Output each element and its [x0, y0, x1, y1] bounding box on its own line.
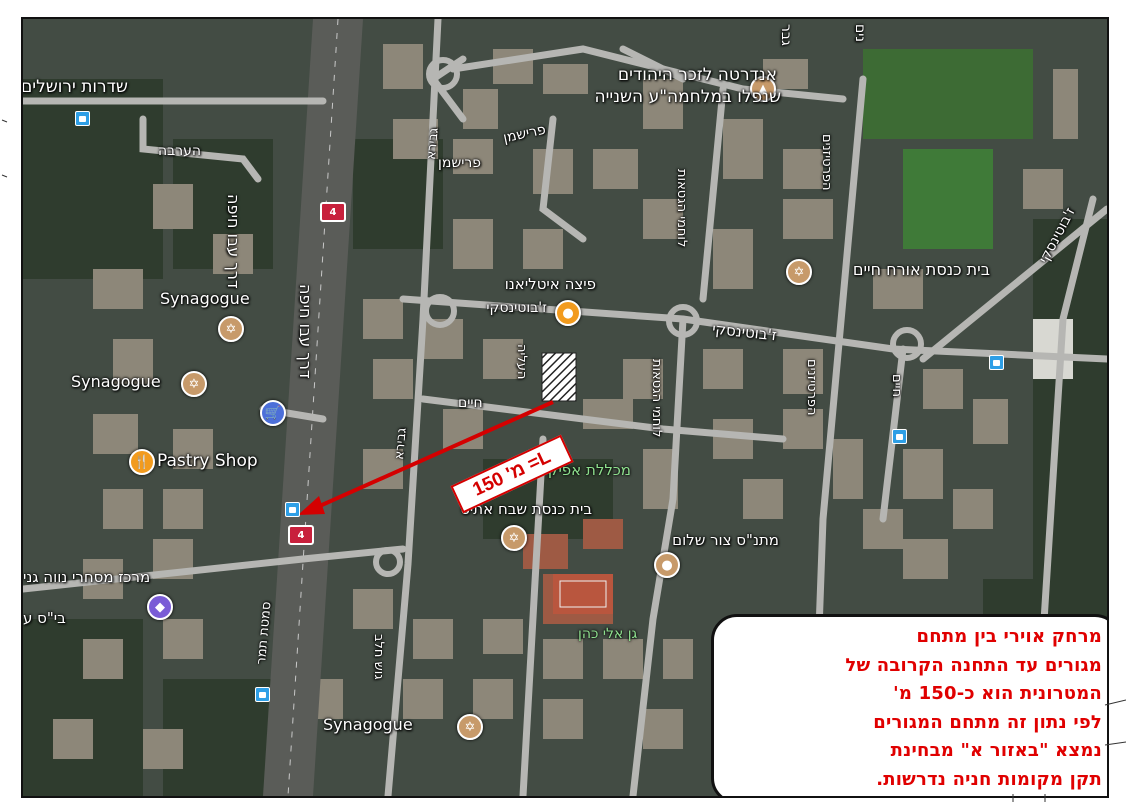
synagogue-star-icon[interactable]: ✡ — [501, 525, 527, 551]
bus-stop-icon[interactable] — [255, 687, 270, 702]
memorial-label: אנדרטה לזכר היהודים — [617, 65, 777, 85]
map-view[interactable]: 4 4 ▲ ✡ ✡ ✡ ✡ ✡ ● 🍴 ● 🛒 ◆ אנדרטה לזכר הי… — [21, 17, 1109, 798]
supermarket-cart-icon[interactable]: 🛒 — [260, 400, 286, 426]
synagogue-label: Synagogue — [71, 372, 161, 391]
synagogue-star-icon[interactable]: ✡ — [181, 371, 207, 397]
derech-haifa-label: דרך עבו חיפה — [296, 284, 315, 379]
synagogue-star-icon[interactable]: ✡ — [786, 259, 812, 285]
gan-eli-cohen-label: גן אלי כהן — [578, 626, 638, 642]
info-callout-box: מרחק אוירי בין מתחם מגורים עד התחנה הקרו… — [711, 614, 1107, 796]
bus-stop-icon[interactable] — [989, 355, 1004, 370]
synagogue-star-icon[interactable]: ✡ — [218, 316, 244, 342]
street-label-top: גבר — [778, 24, 794, 46]
street-label-top: נים — [852, 24, 868, 43]
pizza-label: פיצה איטליאנו — [504, 275, 596, 293]
prishman-street-label: פרישמן — [438, 155, 482, 171]
pizza-restaurant-icon[interactable]: ● — [555, 300, 581, 326]
info-line: המטרונית הוא כ-150 מ' — [893, 683, 1102, 704]
info-line: לפי נתון זה מתחם המגורים — [873, 711, 1102, 733]
bus-stop-icon[interactable] — [75, 111, 90, 126]
hapartizanim-label: הפרטיזנים — [804, 359, 819, 416]
community-center-icon[interactable]: ● — [654, 552, 680, 578]
synagogue-star-icon[interactable]: ✡ — [457, 714, 483, 740]
distance-arrow-line — [312, 400, 554, 511]
zhabotinsky-street-label: ז'בוטינסקי — [486, 300, 547, 316]
haalia-street-label: העליה — [514, 344, 529, 380]
monument-icon[interactable]: ▲ — [750, 76, 776, 102]
gvira-street-label: גבירא — [424, 127, 442, 161]
synagogue-label: Synagogue — [160, 289, 250, 308]
residential-site-marker — [541, 352, 577, 402]
gvira-street-label: גבירא — [392, 427, 410, 461]
beit-knesset-orech-label: בית כנסת אורח חיים — [852, 260, 990, 279]
satellite-map — [23, 19, 1107, 796]
distance-arrowhead — [298, 496, 325, 515]
memorial-label-line2: שנפלו במלחמה"ע השנייה — [594, 87, 782, 107]
gush-halav-label: גוש חלב — [371, 634, 386, 680]
highway-name-label: דרך עבו חיפה — [224, 194, 243, 289]
merkaz-mishari-label: מרכז מסחרי נווה גני — [23, 568, 151, 586]
michlelet-afik-label: מכללת אפיק — [547, 461, 631, 479]
bus-stop-icon[interactable] — [892, 429, 907, 444]
chaim-street-label: חיים — [889, 374, 904, 397]
synagogue-label: Synagogue — [323, 715, 413, 734]
pastry-shop-label: Pastry Shop — [157, 451, 258, 471]
matnas-tzur-shalom-label: מתנ"ס צור שלום — [672, 531, 779, 549]
info-line: מרחק אוירי בין מתחם — [916, 626, 1102, 647]
shopping-bag-icon[interactable]: ◆ — [147, 594, 173, 620]
lochamei-hagetaot-label: לוחמי הגטאות — [649, 359, 664, 438]
haarava-street-label: הערבה — [158, 143, 202, 159]
lochamei-hagetaot-label: לוחמי הגטאות — [674, 169, 689, 248]
beit-knesset-shevah-label: בית כנסת שבח אתיס — [460, 500, 592, 518]
hapartizanim-label: הפרטיזנים — [819, 134, 834, 191]
pastry-shop-icon[interactable]: 🍴 — [129, 449, 155, 475]
metronit-station-icon[interactable] — [285, 502, 300, 517]
blvd-jerusalem-label: שדרות ירושלים — [21, 77, 128, 97]
chaim-street-label: חיים — [458, 395, 483, 411]
info-line: תקן מקומות חניה נדרשות. — [876, 768, 1102, 790]
route-4-shield-south: 4 — [288, 525, 314, 545]
info-line: מגורים עד התחנה הקרובה של — [845, 654, 1102, 676]
info-line: נמצא "באזור א" מבחינת — [890, 740, 1102, 761]
school-label: בי"ס ע — [23, 609, 66, 627]
route-4-shield-north: 4 — [320, 202, 346, 222]
